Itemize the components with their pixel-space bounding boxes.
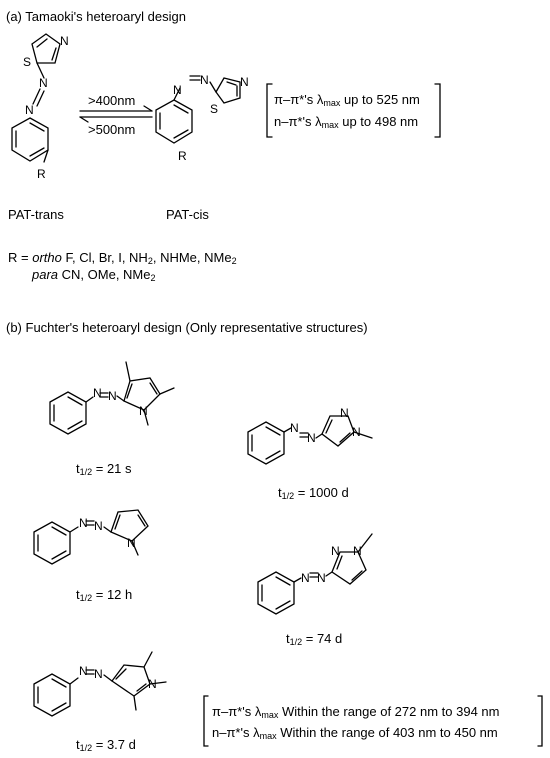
equilibrium-arrows	[79, 105, 153, 123]
para-sub: 2	[150, 273, 156, 283]
pat-trans-label: PAT-trans	[8, 207, 64, 222]
pi-pi-star-line-b: π–π*'s λmax Within the range of 272 nm t…	[212, 703, 499, 721]
n-prefix: n–π*'s λ	[274, 114, 322, 129]
atom-s: S	[23, 55, 31, 69]
ortho-sub-a: 2	[147, 256, 153, 266]
compound-1-structure	[49, 361, 175, 435]
n-suffix: Within the range of 403 nm to 450 nm	[276, 725, 498, 740]
section-b-title: (b) Fuchter's heteroaryl design (Only re…	[6, 320, 368, 335]
ortho-sub-b: 2	[231, 256, 237, 266]
n-prefix: n–π*'s λ	[212, 725, 260, 740]
atom-n: N	[307, 431, 316, 445]
pi-prefix: π–π*'s λ	[212, 704, 262, 719]
atom-n: N	[173, 83, 182, 97]
halflife-prefix: t	[76, 461, 80, 476]
atom-n: N	[79, 664, 88, 678]
halflife-prefix: t	[278, 485, 282, 500]
para-list: CN, OMe, NMe	[58, 267, 151, 282]
atom-n: N	[94, 667, 103, 681]
atom-n: N	[79, 516, 88, 530]
substituents-ortho: R = ortho F, Cl, Br, I, NH2, NHMe, NMe2	[8, 251, 237, 266]
atom-n: N	[353, 544, 362, 558]
halflife-sub: 1/2	[289, 637, 303, 647]
halflife-prefix: t	[76, 587, 80, 602]
atom-n: N	[317, 571, 326, 585]
n-sub: max	[259, 731, 277, 741]
atom-n: N	[240, 75, 249, 89]
pat-cis-label: PAT-cis	[166, 207, 209, 222]
compound-2-structure	[247, 415, 373, 465]
n-suffix: up to 498 nm	[338, 114, 419, 129]
halflife-prefix: t	[76, 737, 80, 752]
pi-pi-star-line-a: π–π*'s λmax up to 525 nm	[274, 91, 420, 109]
atom-n: N	[93, 386, 102, 400]
pi-prefix: π–π*'s λ	[274, 92, 324, 107]
halflife-value: = 3.7 d	[92, 737, 136, 752]
compound-5-structure	[33, 651, 167, 717]
ortho-list-a: F, Cl, Br, I, NH	[61, 250, 148, 265]
atom-n: N	[200, 73, 209, 87]
reverse-condition: >500nm	[88, 122, 136, 137]
atom-n: N	[108, 389, 117, 403]
atom-n: N	[139, 404, 148, 418]
pi-suffix: up to 525 nm	[340, 92, 420, 107]
atom-n: N	[25, 103, 34, 117]
atom-n: N	[39, 76, 48, 90]
halflife-sub: 1/2	[79, 593, 93, 603]
halflife-value: = 21 s	[92, 461, 132, 476]
atom-n: N	[148, 677, 157, 691]
para-word: para	[32, 267, 59, 282]
substituents-para: para CN, OMe, NMe2	[32, 268, 156, 283]
compound-3-structure	[33, 509, 149, 565]
halflife-value: = 74 d	[302, 631, 343, 646]
pat-trans-structure	[11, 33, 61, 163]
atom-n: N	[94, 519, 103, 533]
atom-n: N	[127, 536, 136, 550]
section-a-title: (a) Tamaoki's heteroaryl design	[6, 9, 186, 24]
n-pi-star-line-a: n–π*'s λmax up to 498 nm	[274, 113, 418, 131]
atom-n: N	[290, 421, 299, 435]
halflife-compound-5: t1/2 = 3.7 d	[76, 738, 136, 753]
forward-condition: >400nm	[88, 93, 136, 108]
ortho-word: ortho	[32, 250, 62, 265]
pi-sub: max	[323, 98, 341, 108]
halflife-compound-2: t1/2 = 1000 d	[278, 486, 349, 501]
atom-n: N	[331, 544, 340, 558]
atom-n: N	[60, 34, 69, 48]
ortho-list-b: , NHMe, NMe	[152, 250, 232, 265]
n-pi-star-line-b: n–π*'s λmax Within the range of 403 nm t…	[212, 724, 498, 742]
atom-r: R	[178, 149, 187, 163]
halflife-compound-4: t1/2 = 74 d	[286, 632, 342, 647]
r-prefix: R =	[8, 250, 33, 265]
halflife-prefix: t	[286, 631, 290, 646]
halflife-sub: 1/2	[79, 467, 93, 477]
n-sub: max	[321, 120, 339, 130]
halflife-value: = 12 h	[92, 587, 133, 602]
halflife-compound-1: t1/2 = 21 s	[76, 462, 132, 477]
compound-4-structure	[257, 533, 373, 615]
bracket-b	[203, 695, 543, 747]
atom-n: N	[301, 571, 310, 585]
halflife-value: = 1000 d	[294, 485, 349, 500]
atom-n: N	[352, 425, 361, 439]
halflife-sub: 1/2	[281, 491, 295, 501]
pi-sub: max	[261, 710, 279, 720]
bracket-a	[266, 83, 441, 138]
halflife-compound-3: t1/2 = 12 h	[76, 588, 132, 603]
atom-s: S	[210, 102, 218, 116]
pi-suffix: Within the range of 272 nm to 394 nm	[278, 704, 500, 719]
halflife-sub: 1/2	[79, 743, 93, 753]
pat-cis-structure	[155, 75, 241, 144]
atom-r: R	[37, 167, 46, 181]
atom-n: N	[340, 406, 349, 420]
